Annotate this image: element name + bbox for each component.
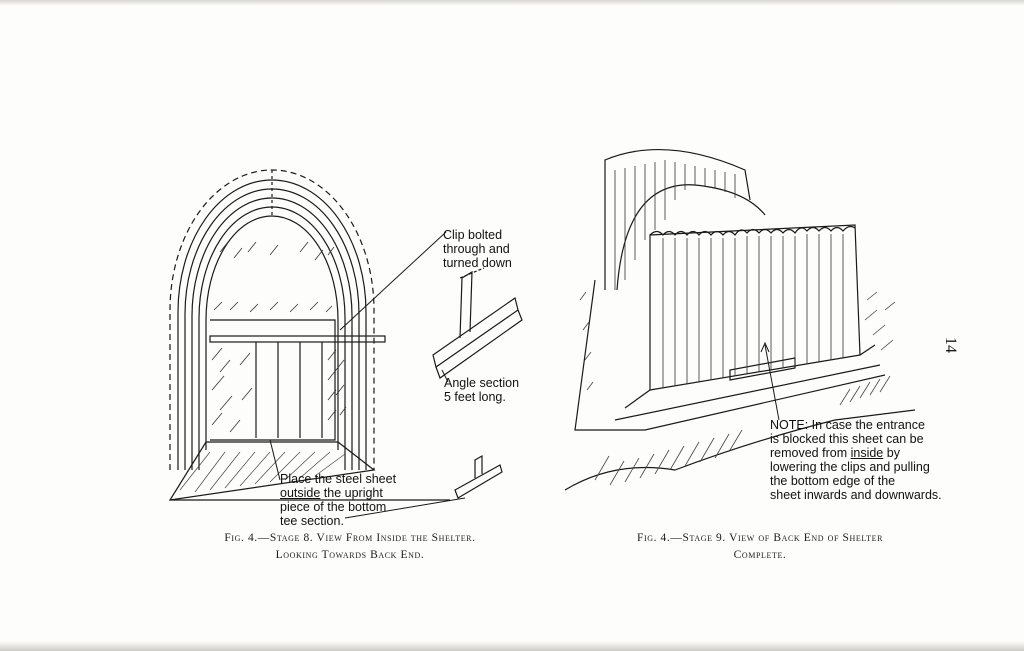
clip-label-line: Clip bolted	[443, 228, 503, 242]
note-line: lowering the clips and pulling	[770, 460, 930, 474]
note-text: removed from	[770, 446, 851, 460]
clip-label-line: through and	[443, 242, 510, 256]
page-edge-bottom	[0, 641, 1024, 651]
sheet-label-line: piece of the bottom	[280, 500, 387, 514]
page-number: 14	[942, 337, 959, 353]
caption-right-line2: Complete.	[733, 549, 787, 561]
removal-note: NOTE: In case the entrance is blocked th…	[770, 418, 950, 502]
shelter-interior-illustration	[168, 169, 523, 519]
note-underlined: inside	[850, 446, 884, 460]
note-line: the bottom edge of the	[770, 474, 896, 488]
angle-section-label: Angle section 5 feet long.	[444, 376, 519, 404]
note-line: sheet inwards and downwards.	[770, 488, 942, 502]
note-line: is blocked this sheet can be	[770, 432, 924, 446]
sheet-label-line: tee section.	[280, 514, 344, 528]
clip-label-line: turned down	[443, 256, 512, 270]
page-edge-top	[0, 0, 1024, 6]
angle-label-line: 5 feet long.	[444, 390, 506, 404]
shelter-back-end-illustration	[564, 149, 916, 491]
clip-label: Clip bolted through and turned down	[443, 228, 512, 270]
sheet-label-line: outside the upright	[280, 486, 396, 500]
steel-sheet-label: Place the steel sheet outside the uprigh…	[280, 472, 396, 528]
sheet-label-underlined: outside	[280, 486, 321, 500]
caption-right: Fig. 4.—Stage 9. View of Back End of She…	[585, 530, 935, 564]
caption-left-line1: Fig. 4.—Stage 8. View From Inside the Sh…	[224, 532, 476, 544]
sheet-label-line: Place the steel sheet	[280, 472, 397, 486]
caption-right-line1: Fig. 4.—Stage 9. View of Back End of She…	[636, 532, 884, 544]
angle-label-line: Angle section	[444, 376, 520, 390]
sheet-label-rest: the upright	[320, 486, 383, 500]
note-line: NOTE: In case the entrance	[770, 418, 925, 432]
note-text: by	[883, 446, 900, 460]
caption-left: Fig. 4.—Stage 8. View From Inside the Sh…	[150, 530, 550, 564]
caption-left-line2: Looking Towards Back End.	[275, 549, 425, 561]
note-line: removed from inside by	[770, 446, 950, 460]
